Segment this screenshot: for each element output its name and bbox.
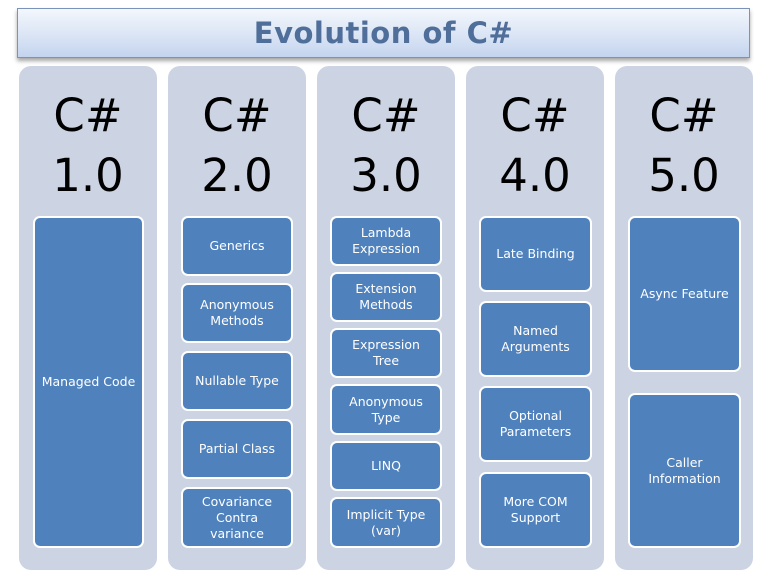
version-heading: C# 5.0 [615,86,753,206]
feature-box: Caller Information [628,393,741,548]
feature-box: LINQ [330,441,442,491]
feature-box: Generics [181,216,293,276]
column-csharp-4-0: C# 4.0 Late Binding Named Arguments Opti… [466,66,604,570]
feature-box: Covariance Contra variance [181,487,293,548]
version-number: 4.0 [499,149,571,202]
diagram-title: Evolution of C# [253,16,514,50]
feature-box: Extension Methods [330,272,442,322]
language-label: C# [649,89,719,142]
column-csharp-5-0: C# 5.0 Async Feature Caller Information [615,66,753,570]
version-number: 1.0 [52,149,124,202]
feature-box: Anonymous Type [330,384,442,435]
language-label: C# [351,89,421,142]
feature-box: Anonymous Methods [181,283,293,343]
version-number: 3.0 [350,149,422,202]
feature-box: Implicit Type (var) [330,497,442,548]
version-heading: C# 4.0 [466,86,604,206]
feature-box: Async Feature [628,216,741,372]
column-csharp-1-0: C# 1.0 Managed Code [19,66,157,570]
version-number: 2.0 [201,149,273,202]
feature-box: More COM Support [479,472,592,548]
column-csharp-2-0: C# 2.0 Generics Anonymous Methods Nullab… [168,66,306,570]
language-label: C# [53,89,123,142]
feature-box: Late Binding [479,216,592,292]
feature-box: Nullable Type [181,351,293,411]
feature-box: Lambda Expression [330,216,442,266]
feature-box: Managed Code [33,216,144,548]
column-csharp-3-0: C# 3.0 Lambda Expression Extension Metho… [317,66,455,570]
language-label: C# [500,89,570,142]
title-banner: Evolution of C# [17,8,750,58]
version-heading: C# 2.0 [168,86,306,206]
feature-box: Expression Tree [330,328,442,378]
feature-box: Optional Parameters [479,386,592,462]
version-heading: C# 1.0 [19,86,157,206]
version-number: 5.0 [648,149,720,202]
feature-box: Named Arguments [479,301,592,377]
feature-box: Partial Class [181,419,293,479]
language-label: C# [202,89,272,142]
version-heading: C# 3.0 [317,86,455,206]
